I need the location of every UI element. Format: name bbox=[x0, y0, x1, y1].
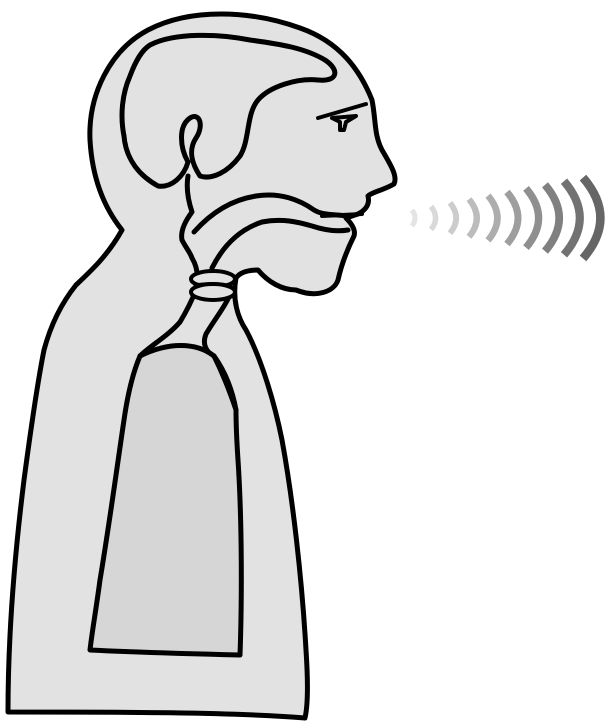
sound-wave-arc bbox=[526, 188, 539, 247]
sound-wave-arc bbox=[469, 199, 477, 237]
sound-wave-arc bbox=[412, 210, 415, 226]
larynx bbox=[191, 271, 235, 300]
lips-line bbox=[322, 214, 362, 216]
sound-wave-arc bbox=[545, 185, 559, 251]
sound-wave-arc bbox=[583, 178, 600, 259]
sound-wave-arc bbox=[488, 196, 497, 241]
sound-wave-arc bbox=[507, 192, 518, 244]
sound-wave-arc bbox=[431, 206, 436, 229]
sound-waves bbox=[412, 178, 600, 259]
sound-wave-arc bbox=[450, 203, 456, 233]
sound-wave-arc bbox=[564, 181, 580, 255]
